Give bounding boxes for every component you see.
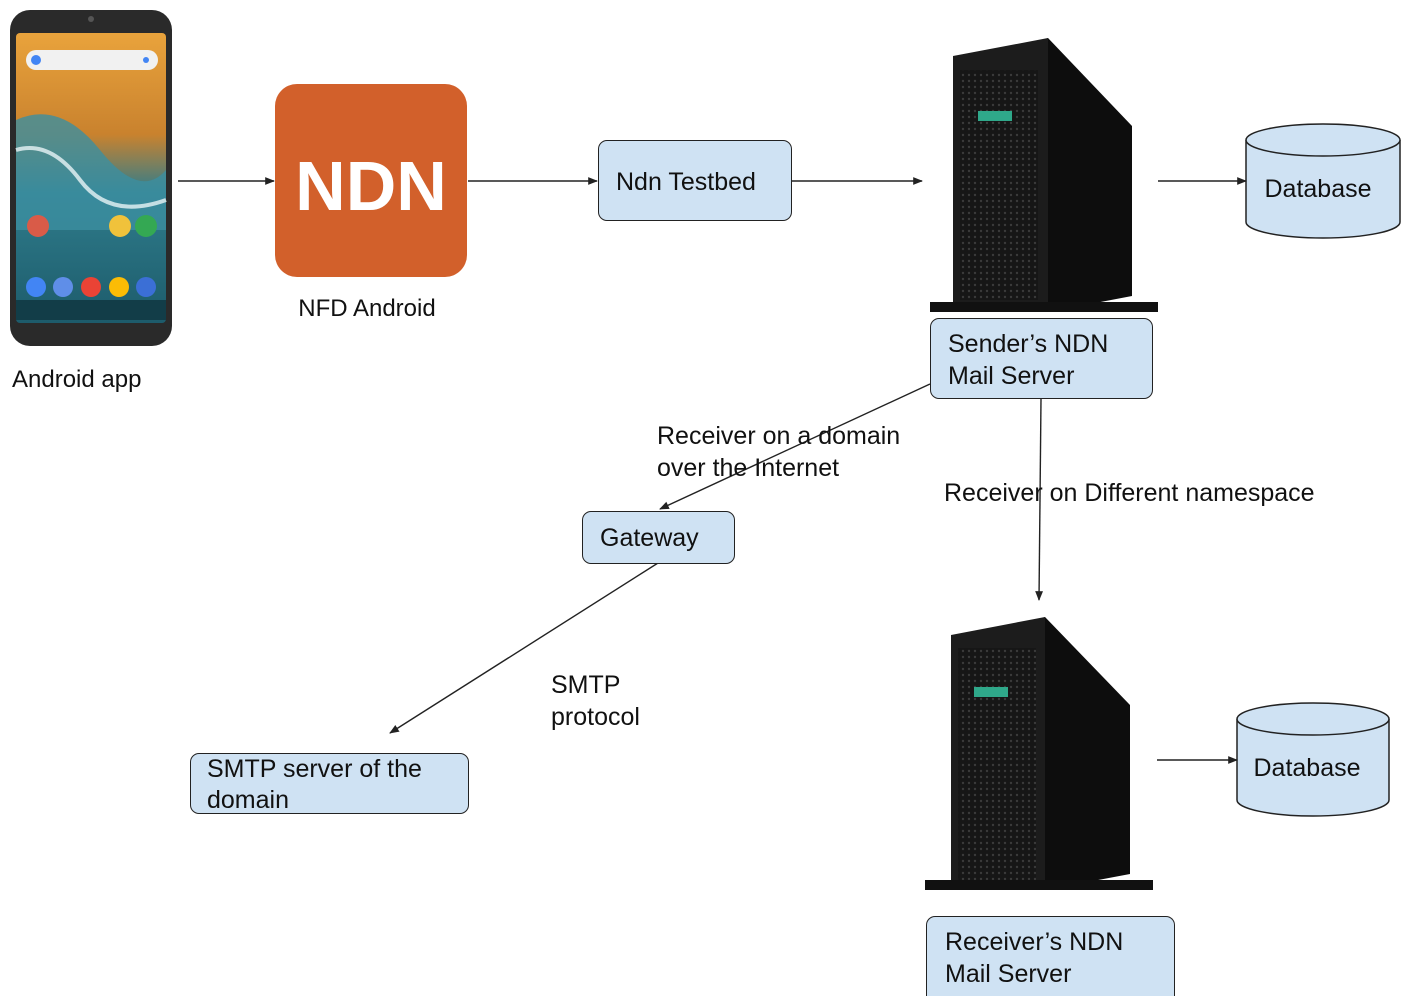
- gateway-label: Gateway: [600, 524, 699, 552]
- edge-label-receiver-domain-line1: Receiver on a domain: [657, 422, 901, 450]
- gateway-box[interactable]: Gateway: [582, 511, 735, 564]
- sender-mail-server-line1: Sender’s NDN: [948, 330, 1109, 358]
- sender-mail-server-line2: Mail Server: [948, 362, 1075, 390]
- sender-mail-server-box[interactable]: Sender’s NDN Mail Server: [930, 318, 1153, 399]
- edge-label-smtp-protocol-line2: protocol: [551, 703, 640, 731]
- edge-label-smtp-protocol: SMTP protocol: [551, 669, 640, 733]
- receiver-mail-server-box[interactable]: Receiver’s NDN Mail Server: [926, 916, 1175, 996]
- edge-label-smtp-protocol-line1: SMTP: [551, 671, 621, 699]
- sender-server-image[interactable]: [930, 38, 1158, 312]
- ndn-logo-text: NDN: [295, 147, 447, 225]
- smtp-server-box[interactable]: SMTP server of the domain: [190, 753, 469, 814]
- database-bottom-label: Database: [1253, 754, 1360, 782]
- ndn-testbed-box[interactable]: Ndn Testbed: [598, 140, 792, 221]
- database-bottom[interactable]: Database: [1236, 702, 1390, 817]
- smtp-server-line1: SMTP server of the: [207, 755, 422, 783]
- edge-label-receiver-namespace: Receiver on Different namespace: [944, 479, 1315, 507]
- receiver-server-image[interactable]: [925, 617, 1153, 890]
- android-phone-image: [10, 10, 172, 346]
- android-app-label: Android app: [12, 366, 142, 393]
- nfd-android-label: NFD Android: [298, 295, 435, 322]
- arrow-gateway-to-smtp: [389, 562, 659, 734]
- edge-label-receiver-domain-line2: over the Internet: [657, 454, 840, 482]
- receiver-mail-server-line2: Mail Server: [945, 960, 1072, 988]
- ndn-logo[interactable]: NDN: [275, 84, 467, 277]
- database-top-label: Database: [1264, 175, 1371, 203]
- ndn-testbed-label: Ndn Testbed: [616, 168, 756, 196]
- arrow-sender-to-receiver: [1035, 398, 1044, 601]
- receiver-mail-server-line1: Receiver’s NDN: [945, 928, 1124, 956]
- smtp-server-line2: domain: [207, 786, 289, 814]
- database-top[interactable]: Database: [1245, 123, 1401, 239]
- edge-label-receiver-domain: Receiver on a domain over the Internet: [657, 420, 900, 484]
- connectors: [178, 177, 1247, 764]
- arrow-sender-to-gateway: [659, 383, 931, 510]
